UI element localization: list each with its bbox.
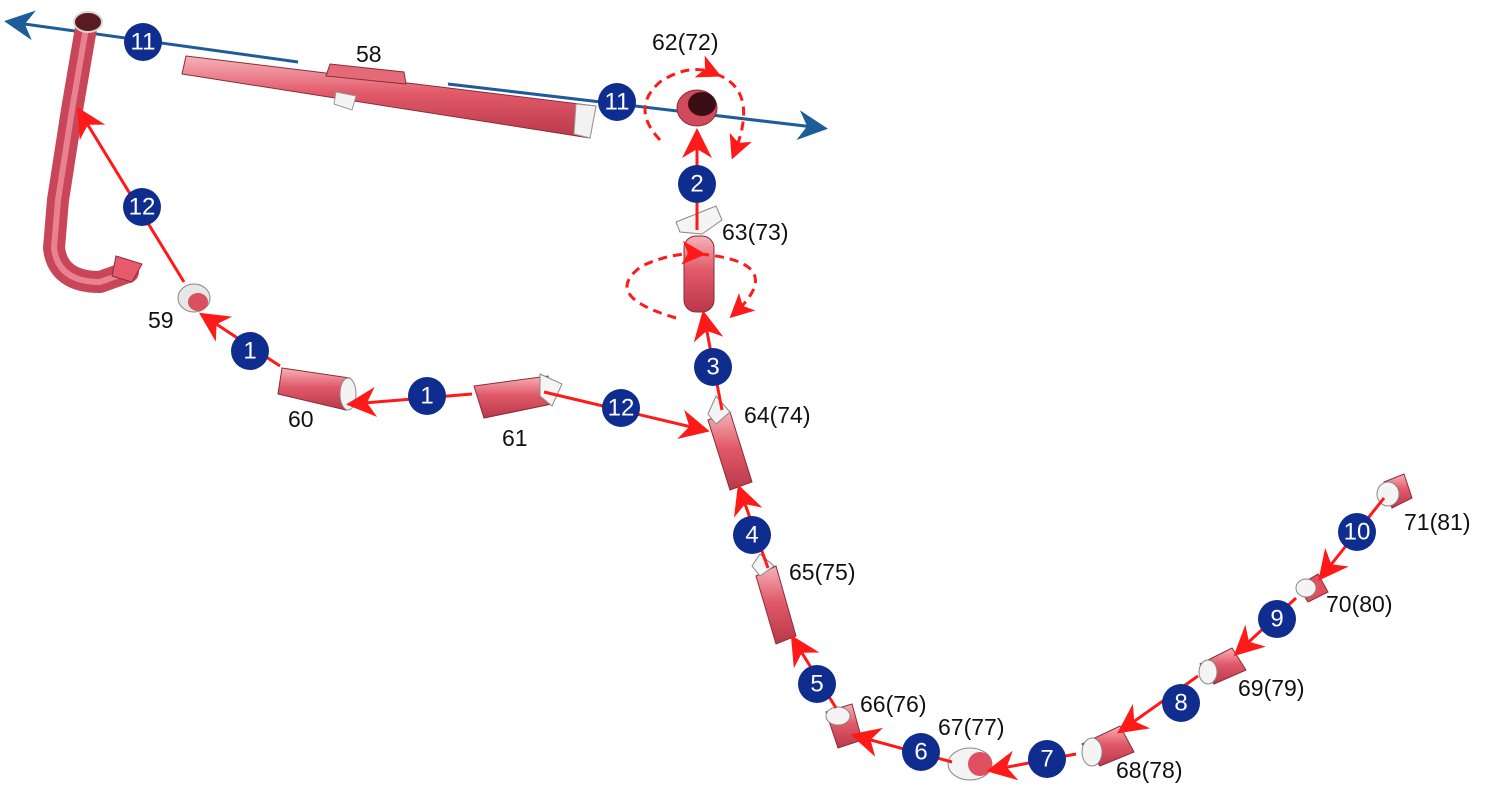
part-60-tube <box>277 367 357 411</box>
svg-text:1: 1 <box>243 338 256 365</box>
part-63-tube <box>675 205 723 313</box>
label-part-60: 60 <box>288 406 314 432</box>
step-badge-3: 3 <box>694 348 732 386</box>
step-badge-9: 9 <box>1258 600 1296 638</box>
label-part-61: 61 <box>502 425 528 451</box>
svg-text:7: 7 <box>1040 746 1053 773</box>
svg-text:3: 3 <box>706 354 719 381</box>
svg-text:12: 12 <box>129 194 156 221</box>
part-bent-pipe <box>43 11 143 293</box>
rotation-arrow-63-left <box>625 240 706 320</box>
step-badge-6: 6 <box>902 733 940 771</box>
svg-text:6: 6 <box>914 739 927 766</box>
svg-text:11: 11 <box>131 29 156 56</box>
part-labels: 58 62(72) 63(73) 59 60 61 64(74) 65(75) … <box>148 29 1470 783</box>
part-70-tube <box>1295 573 1329 603</box>
label-part-67: 67(77) <box>938 714 1004 740</box>
part-71-tube <box>1376 473 1413 509</box>
rotation-arrow-63-right <box>699 252 757 319</box>
svg-text:1: 1 <box>420 383 433 410</box>
part-62-ring <box>676 89 718 127</box>
svg-text:5: 5 <box>810 671 823 698</box>
step-badge-1-mid: 1 <box>408 377 446 415</box>
parts <box>43 11 1413 781</box>
svg-text:4: 4 <box>745 522 758 549</box>
step-badge-12-mid: 12 <box>602 389 640 427</box>
part-58-beam <box>181 55 597 139</box>
label-part-59: 59 <box>148 307 174 333</box>
part-67-tube <box>947 747 993 781</box>
svg-text:11: 11 <box>605 89 630 116</box>
part-68-tube <box>1081 725 1135 767</box>
part-69-tube <box>1198 647 1247 685</box>
svg-text:9: 9 <box>1270 606 1283 633</box>
svg-text:12: 12 <box>608 395 635 422</box>
label-part-70: 70(80) <box>1326 591 1392 617</box>
step-badge-4: 4 <box>733 516 771 554</box>
step-badge-5: 5 <box>798 665 836 703</box>
step-badges: 11 11 2 12 1 1 12 3 4 5 6 7 8 9 10 <box>123 23 1376 778</box>
part-64-tube <box>707 395 753 491</box>
step-badge-8: 8 <box>1162 684 1200 722</box>
label-part-66: 66(76) <box>860 691 926 717</box>
svg-text:2: 2 <box>690 171 703 198</box>
svg-text:10: 10 <box>1344 519 1371 546</box>
label-part-58: 58 <box>356 41 382 67</box>
label-part-63: 63(73) <box>722 219 788 245</box>
rotation-indicators <box>625 55 757 320</box>
label-part-68: 68(78) <box>1116 757 1182 783</box>
part-66-tube <box>825 703 863 749</box>
rotation-arrow-62-right <box>715 72 752 160</box>
rotation-arrow-62-left <box>643 55 722 142</box>
label-part-71: 71(81) <box>1404 509 1470 535</box>
label-part-65: 65(75) <box>789 559 855 585</box>
step-badge-1-left: 1 <box>231 332 269 370</box>
step-badge-10: 10 <box>1338 513 1376 551</box>
step-badge-7: 7 <box>1028 740 1066 778</box>
step-badge-11-right: 11 <box>598 83 636 121</box>
label-part-64: 64(74) <box>744 402 810 428</box>
step-badge-12-left: 12 <box>123 188 161 226</box>
label-part-69: 69(79) <box>1238 675 1304 701</box>
step-badge-11-left: 11 <box>124 23 162 61</box>
step-badge-2: 2 <box>678 165 716 203</box>
label-part-62: 62(72) <box>652 29 718 55</box>
part-59-tube <box>177 283 211 313</box>
part-61-tube <box>473 373 563 419</box>
svg-text:8: 8 <box>1174 690 1187 717</box>
